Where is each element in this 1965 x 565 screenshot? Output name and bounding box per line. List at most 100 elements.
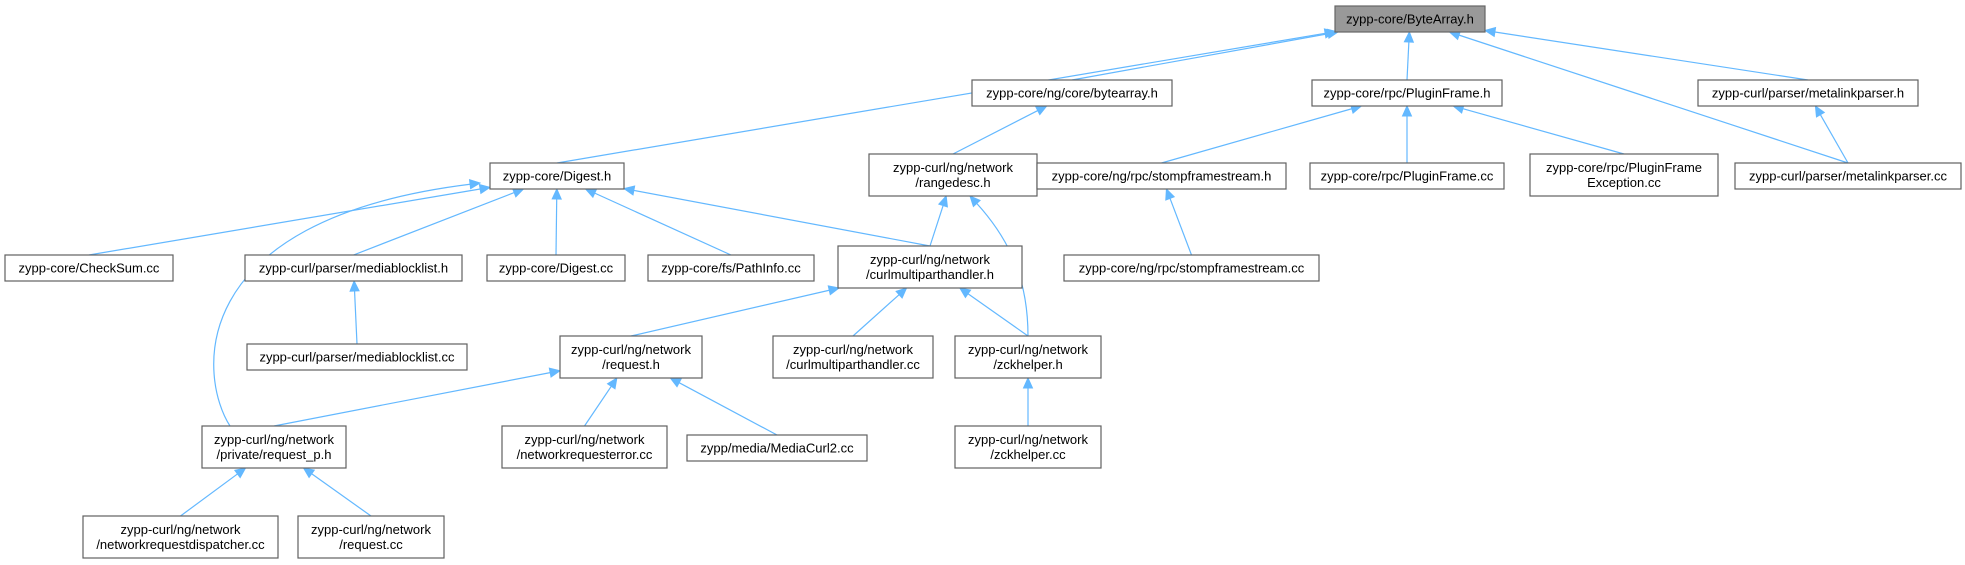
node-zckhelper-cc[interactable]: zypp-curl/ng/network/zckhelper.cc bbox=[954, 425, 1102, 469]
node-box[interactable] bbox=[971, 79, 1173, 107]
edge-digest_h-to-bytearray_h bbox=[556, 28, 1337, 164]
node-curlmultiparthandler-h[interactable]: zypp-curl/ng/network/curlmultiparthandle… bbox=[837, 245, 1023, 289]
node-networkrequesterror-cc[interactable]: zypp-curl/ng/network/networkrequesterror… bbox=[501, 425, 668, 469]
node-ng-core-bytearray-h[interactable]: zypp-core/ng/core/bytearray.h bbox=[971, 79, 1173, 107]
node-mediablocklist-cc[interactable]: zypp-curl/parser/mediablocklist.cc bbox=[246, 343, 468, 371]
edge-networkrequesterror_cc-to-request_h-arrowhead bbox=[606, 376, 618, 390]
node-label: zypp-core/rpc/PluginFrame.h bbox=[1324, 86, 1491, 101]
node-pluginframe-cc[interactable]: zypp-core/rpc/PluginFrame.cc bbox=[1309, 162, 1505, 190]
node-box[interactable] bbox=[201, 425, 347, 469]
node-box[interactable] bbox=[868, 153, 1038, 197]
edge-pathinfo_cc-to-digest_h-line bbox=[594, 192, 732, 256]
edge-networkrequesterror_cc-to-request_h bbox=[584, 376, 618, 427]
node-metalinkparser-cc[interactable]: zypp-curl/parser/metalinkparser.cc bbox=[1734, 162, 1962, 190]
node-mediacurl2-cc[interactable]: zypp/media/MediaCurl2.cc bbox=[686, 434, 868, 462]
node-box[interactable] bbox=[1697, 79, 1919, 107]
edge-metalinkparser_h-to-bytearray_h-arrowhead bbox=[1483, 26, 1497, 38]
node-box[interactable] bbox=[1734, 162, 1962, 190]
edge-checksum_cc-to-digest_h-arrowhead bbox=[478, 183, 492, 195]
edge-request_h-to-curlmultiparthandler_h-line bbox=[630, 289, 830, 337]
edge-metalinkparser_cc-to-bytearray_h-line bbox=[1458, 34, 1849, 164]
node-request-h[interactable]: zypp-curl/ng/network/request.h bbox=[559, 335, 703, 379]
node-box[interactable] bbox=[772, 335, 934, 379]
node-label: zypp-core/CheckSum.cc bbox=[19, 261, 160, 276]
edge-mediablocklist_h-to-digest_h bbox=[353, 187, 525, 256]
node-mediablocklist-h[interactable]: zypp-curl/parser/mediablocklist.h bbox=[244, 254, 463, 282]
edge-networkrequestdispatcher_cc-to-request_p_h-arrowhead bbox=[233, 467, 247, 479]
node-label: zypp-core/fs/PathInfo.cc bbox=[661, 261, 801, 276]
edges-layer bbox=[88, 26, 1849, 517]
node-rpc-pluginframe-h[interactable]: zypp-core/rpc/PluginFrame.h bbox=[1311, 79, 1503, 107]
node-label: /curlmultiparthandler.cc bbox=[786, 357, 920, 372]
edge-curlmultiparthandler_h-to-digest_h-line bbox=[633, 189, 931, 247]
edge-networkrequestdispatcher_cc-to-request_p_h bbox=[180, 467, 247, 517]
node-label: zypp-curl/ng/network bbox=[525, 432, 645, 447]
edge-request_cc-to-request_p_h-arrowhead bbox=[302, 467, 316, 479]
edge-request_p_h-to-request_h bbox=[273, 367, 562, 427]
node-label: Exception.cc bbox=[1587, 175, 1661, 190]
node-label: zypp-core/ByteArray.h bbox=[1346, 12, 1474, 27]
edge-request_p_h-to-digest_h-arrowhead bbox=[468, 179, 482, 190]
node-curlmultiparthandler-cc[interactable]: zypp-curl/ng/network/curlmultiparthandle… bbox=[772, 335, 934, 379]
node-box[interactable] bbox=[1529, 153, 1719, 197]
node-box[interactable] bbox=[1036, 162, 1287, 190]
node-label: zypp-core/rpc/PluginFrame bbox=[1546, 160, 1702, 175]
edge-curlmultiparthandler_cc-to-curlmultiparthandler_h-line bbox=[852, 294, 900, 337]
node-box[interactable] bbox=[647, 254, 815, 282]
edge-mediacurl2_cc-to-request_h-line bbox=[678, 382, 778, 436]
node-box[interactable] bbox=[1311, 79, 1503, 107]
node-box[interactable] bbox=[1309, 162, 1505, 190]
node-bytearray-h[interactable]: zypp-core/ByteArray.h bbox=[1334, 5, 1486, 33]
node-label: zypp-curl/parser/mediablocklist.cc bbox=[259, 350, 455, 365]
node-box[interactable] bbox=[246, 343, 468, 371]
edge-metalinkparser_h-to-bytearray_h bbox=[1483, 26, 1809, 81]
node-box[interactable] bbox=[297, 515, 445, 559]
node-label: /zckhelper.h bbox=[993, 357, 1062, 372]
node-label: zypp-core/rpc/PluginFrame.cc bbox=[1321, 169, 1494, 184]
node-pathinfo-cc[interactable]: zypp-core/fs/PathInfo.cc bbox=[647, 254, 815, 282]
edge-rpc_pluginframe_h-to-bytearray_h-arrowhead bbox=[1403, 30, 1415, 43]
node-box[interactable] bbox=[501, 425, 668, 469]
edge-mediablocklist_cc-to-mediablocklist_h-arrowhead bbox=[349, 279, 360, 292]
node-box[interactable] bbox=[686, 434, 868, 462]
node-label: zypp-curl/ng/network bbox=[893, 160, 1013, 175]
node-box[interactable] bbox=[837, 245, 1023, 289]
node-digest-h[interactable]: zypp-core/Digest.h bbox=[489, 162, 625, 190]
edge-mediablocklist_h-to-digest_h-arrowhead bbox=[511, 187, 525, 198]
edge-zckhelper_cc-to-zckhelper_h-arrowhead bbox=[1022, 376, 1034, 389]
node-box[interactable] bbox=[489, 162, 625, 190]
edge-metalinkparser_h-to-bytearray_h-line bbox=[1494, 31, 1809, 81]
node-request-p-h[interactable]: zypp-curl/ng/network/private/request_p.h bbox=[201, 425, 347, 469]
node-zckhelper-h[interactable]: zypp-curl/ng/network/zckhelper.h bbox=[954, 335, 1102, 379]
node-label: zypp-core/ng/rpc/stompframestream.cc bbox=[1079, 261, 1305, 276]
edge-mediablocklist_cc-to-mediablocklist_h bbox=[349, 279, 360, 345]
node-label: zypp-curl/ng/network bbox=[870, 252, 990, 267]
node-box[interactable] bbox=[954, 335, 1102, 379]
node-box[interactable] bbox=[1063, 254, 1320, 282]
node-box[interactable] bbox=[244, 254, 463, 282]
edge-zckhelper_h-to-rangedesc_h-arrowhead bbox=[969, 195, 981, 208]
edge-rangedesc_h-to-ng_core_bytearray_h-line bbox=[952, 110, 1039, 155]
node-metalinkparser-h[interactable]: zypp-curl/parser/metalinkparser.h bbox=[1697, 79, 1919, 107]
node-digest-cc[interactable]: zypp-core/Digest.cc bbox=[486, 254, 626, 282]
edge-request_h-to-curlmultiparthandler_h-arrowhead bbox=[827, 285, 841, 296]
node-stompframestream-cc[interactable]: zypp-core/ng/rpc/stompframestream.cc bbox=[1063, 254, 1320, 282]
node-box[interactable] bbox=[954, 425, 1102, 469]
edge-curlmultiparthandler_h-to-rangedesc_h-line bbox=[929, 205, 944, 247]
node-rangedesc-h[interactable]: zypp-curl/ng/network/rangedesc.h bbox=[868, 153, 1038, 197]
edge-stompframestream_h-to-rpc_pluginframe_h bbox=[1161, 103, 1363, 164]
node-box[interactable] bbox=[486, 254, 626, 282]
node-networkrequestdispatcher-cc[interactable]: zypp-curl/ng/network/networkrequestdispa… bbox=[82, 515, 279, 559]
node-label: zypp-curl/parser/metalinkparser.cc bbox=[1749, 169, 1947, 184]
node-request-cc[interactable]: zypp-curl/ng/network/request.cc bbox=[297, 515, 445, 559]
edge-request_p_h-to-digest_h-line bbox=[213, 183, 471, 427]
node-box[interactable] bbox=[1334, 5, 1486, 33]
edge-digest_cc-to-digest_h bbox=[551, 187, 562, 256]
node-stompframestream-h[interactable]: zypp-core/ng/rpc/stompframestream.h bbox=[1036, 162, 1287, 190]
node-box[interactable] bbox=[4, 254, 174, 282]
node-box[interactable] bbox=[82, 515, 279, 559]
node-checksum-cc[interactable]: zypp-core/CheckSum.cc bbox=[4, 254, 174, 282]
node-box[interactable] bbox=[559, 335, 703, 379]
